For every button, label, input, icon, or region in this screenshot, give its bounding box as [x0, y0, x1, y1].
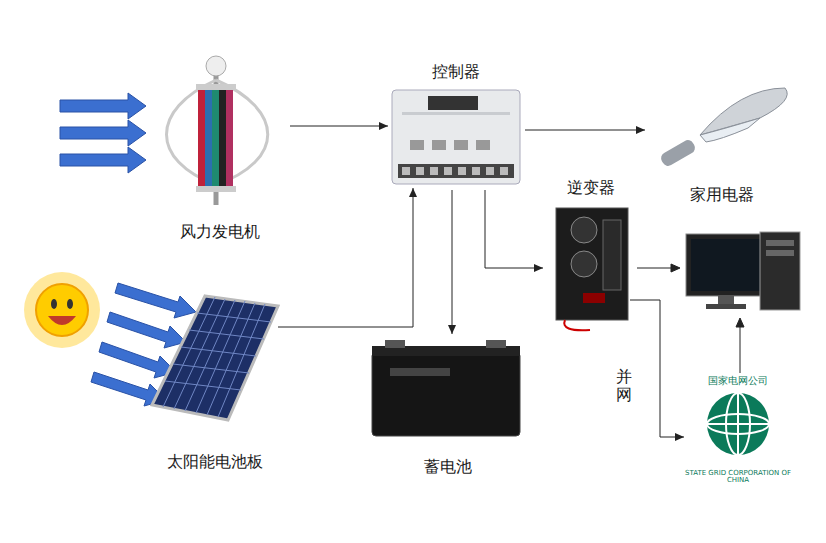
wind-turbine: [167, 56, 268, 205]
connector: [278, 188, 417, 327]
caption: 逆变器: [567, 178, 615, 197]
connector: [448, 190, 456, 334]
connector: [525, 126, 645, 134]
sun: [24, 272, 100, 348]
solar-panel-node: 太阳能电池板: [145, 285, 285, 471]
caption: 家用电器: [690, 185, 754, 204]
connector: [485, 190, 543, 272]
grid-logo: [707, 393, 769, 455]
solar-panel: [152, 296, 278, 420]
edge-label: 并网: [616, 368, 632, 403]
controller-device: [392, 90, 520, 184]
caption: STATE GRID CORPORATION OF CHINA: [684, 470, 792, 485]
wind-arrows: [60, 93, 146, 173]
controller-node: 控制器: [388, 62, 524, 188]
wind-turbine-node: 风力发电机: [150, 45, 290, 241]
connector: [630, 300, 684, 441]
grid-node: 国家电网公司 STATE GRID CORPORATION OF CHINA: [684, 375, 792, 485]
caption: 风力发电机: [180, 222, 260, 241]
inverter-node: 逆变器: [545, 178, 637, 328]
caption: 国家电网公司: [708, 375, 768, 387]
battery-node: 蓄电池: [365, 336, 530, 476]
inverter-device: [556, 208, 628, 330]
connector: [290, 122, 388, 130]
caption: 太阳能电池板: [167, 452, 263, 471]
caption: 控制器: [432, 62, 480, 81]
appliance-node: 家用电器: [648, 82, 796, 204]
battery: [372, 340, 520, 436]
computer: [686, 232, 800, 310]
caption: 蓄电池: [424, 457, 472, 476]
wire: [637, 264, 744, 373]
lamp: [659, 88, 787, 168]
